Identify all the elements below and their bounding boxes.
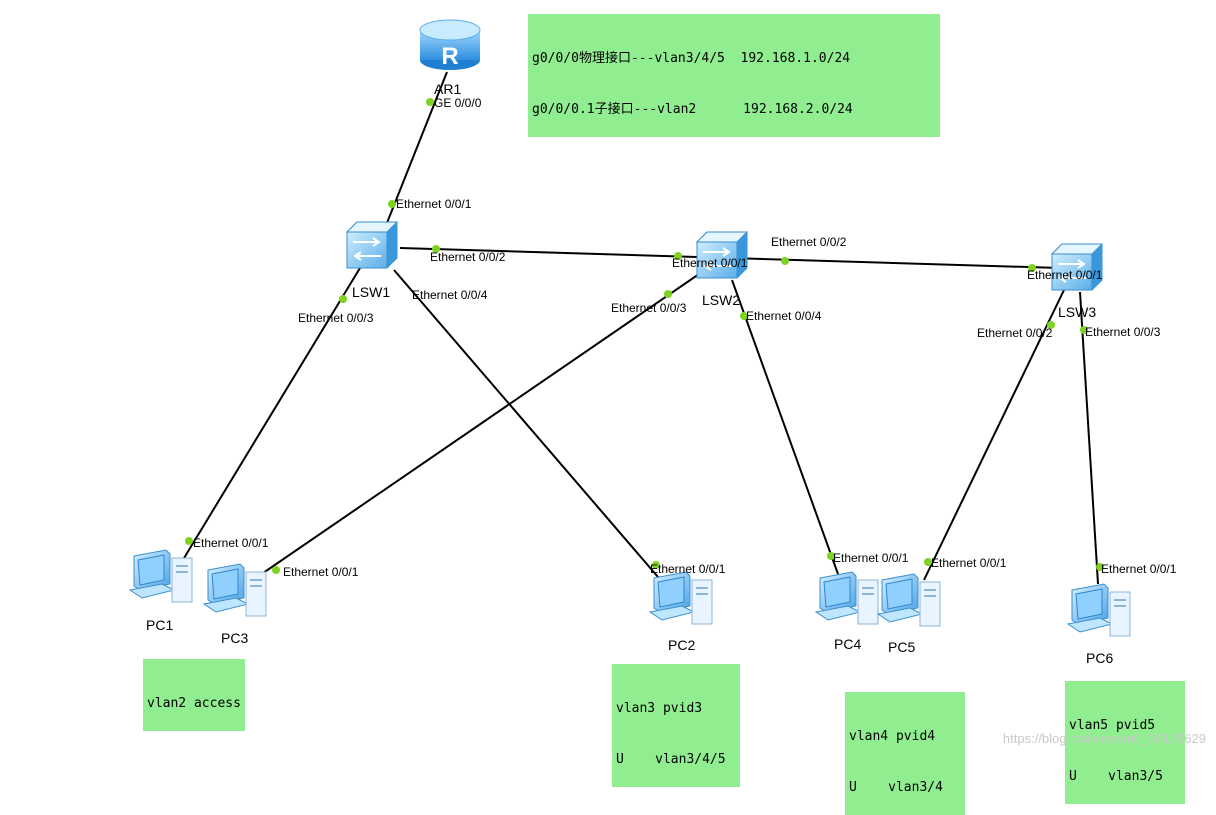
port-label: Ethernet 0/0/3 — [298, 311, 374, 325]
port-label: Ethernet 0/0/1 — [396, 197, 472, 211]
port-label: Ethernet 0/0/1 — [650, 562, 726, 576]
port-label: Ethernet 0/0/1 — [1027, 268, 1103, 282]
port-label: Ethernet 0/0/2 — [430, 250, 506, 264]
pc-icon-pc2[interactable] — [649, 571, 713, 625]
port-dot — [664, 290, 672, 298]
device-label-pc1: PC1 — [146, 617, 173, 633]
topology-svg: R AR1 LSW1 LSW2 LSW3 PC1 PC3 PC2 PC4 PC5… — [129, 19, 1177, 666]
note-pc2-vlan: vlan3 pvid3 U vlan3/4/5 — [612, 664, 740, 787]
port-label: Ethernet 0/0/1 — [283, 565, 359, 579]
note-line: vlan3 pvid3 — [616, 701, 703, 716]
device-label-pc5: PC5 — [888, 639, 915, 655]
port-dot — [1080, 326, 1088, 334]
device-label-lsw2: LSW2 — [702, 292, 740, 308]
pc-icon-pc4[interactable] — [815, 571, 879, 625]
port-label: Ethernet 0/0/1 — [672, 256, 748, 270]
link-lsw2-pc3 — [249, 271, 703, 583]
link-lsw1-pc1 — [177, 267, 361, 569]
device-label-pc2: PC2 — [668, 637, 695, 653]
note-line: U vlan3/4/5 — [616, 752, 726, 767]
links — [177, 71, 1099, 585]
device-label-pc6: PC6 — [1086, 650, 1113, 666]
pc-icon-pc5[interactable] — [877, 573, 941, 627]
svg-text:R: R — [441, 43, 458, 70]
device-label-lsw1: LSW1 — [352, 284, 390, 300]
note-line: U vlan3/5 — [1069, 769, 1163, 784]
note-line: vlan5 pvid5 — [1069, 718, 1156, 733]
note-line: g0/0/0.1子接口---vlan2 192.168.2.0/24 — [532, 102, 853, 117]
port-dot — [924, 558, 932, 566]
link-lsw2-pc4 — [731, 279, 839, 575]
device-label-pc4: PC4 — [834, 636, 861, 652]
switch-icon-lsw3[interactable] — [1051, 243, 1103, 291]
note-line: U vlan3/4 — [849, 780, 943, 795]
port-dot — [740, 312, 748, 320]
port-dot — [1047, 321, 1055, 329]
port-dot — [674, 252, 682, 260]
link-lsw3-pc6 — [1079, 291, 1099, 585]
switch-icon-lsw2[interactable] — [696, 231, 748, 279]
port-dot — [1028, 264, 1036, 272]
port-dot — [1096, 563, 1104, 571]
note-line: g0/0/0物理接口---vlan3/4/5 192.168.1.0/24 — [532, 51, 851, 66]
port-label: Ethernet 0/0/1 — [833, 551, 909, 565]
note-line: vlan2 access — [147, 696, 241, 711]
port-dot — [388, 200, 396, 208]
port-dot — [432, 245, 440, 253]
port-label: Ethernet 0/0/4 — [412, 288, 488, 302]
device-label-pc3: PC3 — [221, 630, 248, 646]
note-pc1-vlan: vlan2 access — [143, 659, 245, 731]
switch-icon-lsw1[interactable] — [346, 221, 398, 269]
link-lsw3-pc5 — [923, 289, 1065, 581]
pc-icon-pc3[interactable] — [203, 563, 267, 617]
device-label-ar1: AR1 — [434, 81, 461, 97]
port-dot — [827, 552, 835, 560]
pc-icon-pc6[interactable] — [1067, 583, 1131, 637]
port-label: Ethernet 0/0/1 — [931, 556, 1007, 570]
port-label: Ethernet 0/0/1 — [1101, 562, 1177, 576]
port-label: Ethernet 0/0/3 — [1085, 325, 1161, 339]
watermark: https://blog.csdn.net/m0_56175629 — [1002, 731, 1206, 746]
port-dot — [652, 561, 660, 569]
port-dot — [426, 98, 434, 106]
router-icon[interactable]: R — [419, 19, 481, 70]
port-label: Ethernet 0/0/3 — [611, 301, 687, 315]
port-label: Ethernet 0/0/2 — [977, 326, 1053, 340]
topology-canvas: R AR1 LSW1 LSW2 LSW3 PC1 PC3 PC2 PC4 PC5… — [129, 19, 1177, 666]
note-router-config: g0/0/0物理接口---vlan3/4/5 192.168.1.0/24 g0… — [528, 14, 940, 137]
port-label: Ethernet 0/0/2 — [771, 235, 847, 249]
port-dot — [339, 295, 347, 303]
link-ar1-lsw1 — [376, 71, 448, 249]
pc-icon-pc1[interactable] — [129, 549, 193, 603]
note-line: vlan4 pvid4 — [849, 729, 936, 744]
port-label: Ethernet 0/0/4 — [746, 309, 822, 323]
port-label: Ethernet 0/0/1 — [193, 536, 269, 550]
device-label-lsw3: LSW3 — [1058, 304, 1096, 320]
port-dot — [272, 566, 280, 574]
port-dot — [185, 537, 193, 545]
port-dots — [185, 98, 1104, 574]
link-lsw1-pc2 — [393, 269, 665, 585]
port-dot — [781, 257, 789, 265]
port-label: GE 0/0/0 — [434, 96, 482, 110]
note-pc4-vlan: vlan4 pvid4 U vlan3/4 — [845, 692, 965, 815]
